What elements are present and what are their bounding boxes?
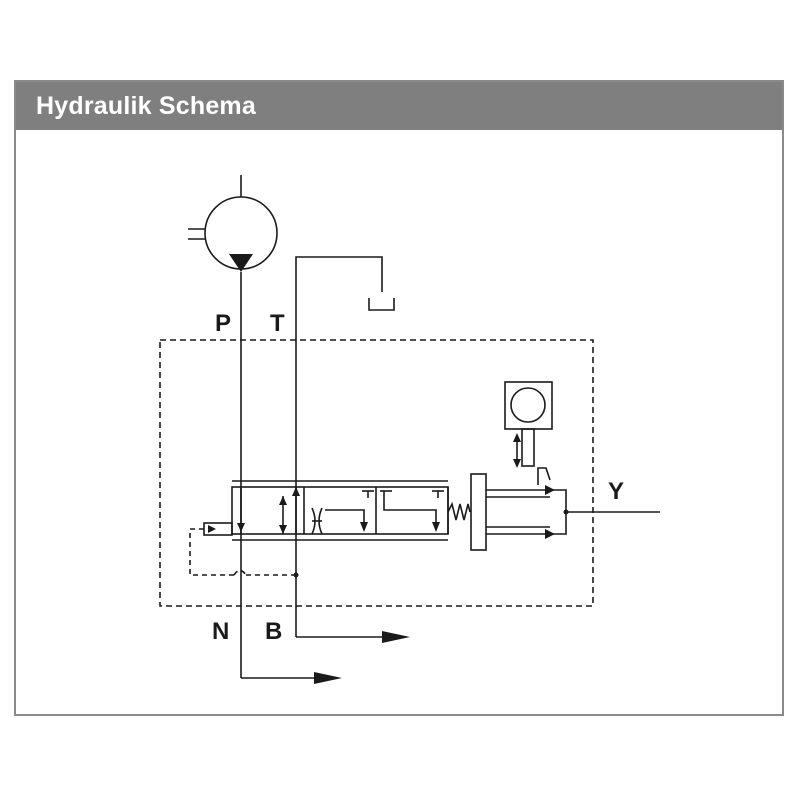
b-line [295,560,410,643]
hydraulic-cylinder [470,467,660,551]
port-label-n: N [212,618,229,645]
b-arrow-icon [382,631,410,643]
panel-title: Hydraulik Schema [36,92,256,120]
n-arrow-icon [314,672,342,684]
pump-symbol [188,175,278,272]
up-arrow-icon [513,433,521,442]
gauge-symbol [504,381,553,468]
port-label-t: T [270,310,285,337]
spool-valve [203,480,471,541]
pressure-line [240,272,342,684]
tank-symbol [295,256,395,560]
panel-header: Hydraulik Schema [16,82,782,130]
schema-panel: Hydraulik Schema [14,80,784,716]
pump-arrow-icon [229,254,253,272]
pilot-line [189,528,296,576]
port-label-p: P [215,310,231,337]
port-label-b: B [265,618,282,645]
spring-icon [447,501,471,521]
valve-block-boundary [159,339,594,607]
down-arrow-icon [513,459,521,468]
port-label-y: Y [608,478,624,505]
